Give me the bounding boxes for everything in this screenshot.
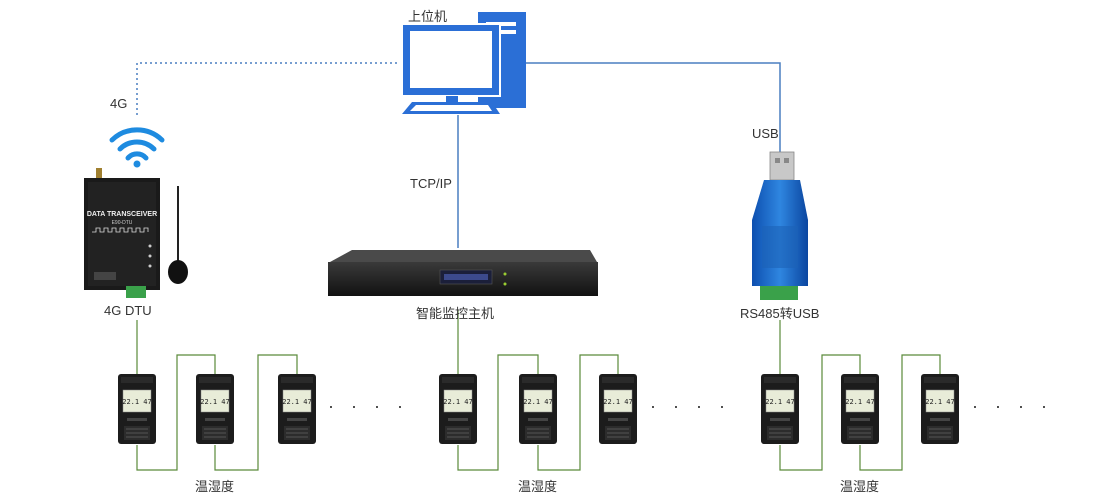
temperature-humidity-sensor-icon: [438, 373, 478, 445]
host-pc-label: 上位机: [408, 9, 448, 24]
temperature-humidity-sensor-icon: [117, 373, 157, 445]
sensor-group-1-label: 温湿度: [195, 479, 235, 494]
sensor-bus-group-1: [136, 320, 298, 471]
converter-label: RS485转USB: [740, 306, 820, 321]
more-sensors-indicator: · · · ·: [328, 396, 409, 416]
sensor-group-2-label: 温湿度: [518, 479, 558, 494]
more-sensors-indicator: · · · ·: [650, 396, 731, 416]
temperature-humidity-sensor-icon: [920, 373, 960, 445]
more-sensors-indicator: · · · ·: [972, 396, 1053, 416]
link-4g-label: 4G: [110, 96, 128, 111]
sensor-group-3-label: 温湿度: [840, 479, 880, 494]
temperature-humidity-sensor-icon: [760, 373, 800, 445]
link-tcpip-label: TCP/IP: [410, 176, 452, 191]
sensor-bus-group-2: [457, 310, 619, 471]
temperature-humidity-sensor-icon: [598, 373, 638, 445]
host-unit-label: 智能监控主机: [416, 306, 495, 321]
link-usb-line: [525, 62, 781, 152]
rack-server-icon: [328, 250, 598, 296]
dtu-model-text: E90-DTU: [112, 220, 133, 226]
sensor-bus-group-3: [779, 320, 941, 471]
temperature-humidity-sensor-icon: [518, 373, 558, 445]
temperature-humidity-sensor-icon: [195, 373, 235, 445]
usb-rs485-converter-icon: [752, 151, 808, 300]
link-usb-label: USB: [752, 126, 779, 141]
dtu-title-text: DATA TRANSCEIVER: [87, 211, 157, 218]
link-4g-line: [136, 62, 400, 115]
desktop-computer-icon: [401, 12, 526, 114]
temperature-humidity-sensor-icon: [277, 373, 317, 445]
dtu-label: 4G DTU: [104, 303, 152, 318]
wifi-icon: [109, 127, 165, 168]
dtu-device-icon: DATA TRANSCEIVER E90-DTU: [84, 168, 188, 298]
temperature-humidity-sensor-icon: [840, 373, 880, 445]
